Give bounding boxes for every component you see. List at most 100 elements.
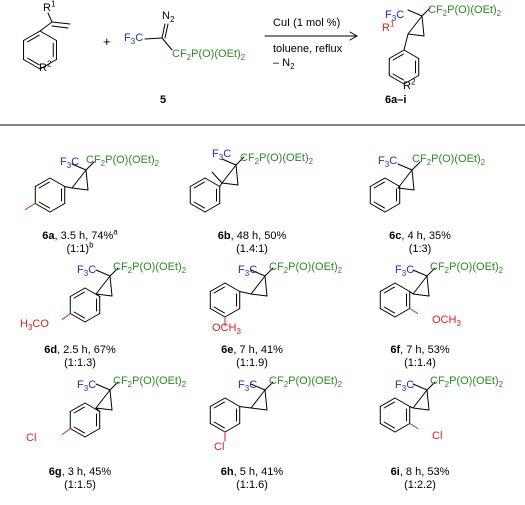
ring-6f-bond — [379, 308, 396, 318]
ring-6b-bond — [204, 177, 221, 187]
styrene-ring-bond — [23, 59, 41, 70]
ring-6b-double-bond — [193, 201, 205, 209]
cyclopropane-6f-cf3-bond — [412, 269, 428, 277]
product-cyclopropane-bond — [407, 33, 425, 37]
ring-6e-double-bond — [213, 286, 225, 294]
cyclopropane-6h-bond — [250, 389, 266, 409]
phosphonate-label-6f: CF2P(O)(OEt)2 — [430, 261, 504, 276]
ring-6c-bond — [384, 177, 401, 187]
cyclopropane-6a-phosphonate-bond — [85, 161, 95, 171]
cyclopropane-6d-bond — [95, 293, 113, 297]
cyclopropane-6g-bond — [95, 407, 113, 411]
cyclopropane-6c-bond — [411, 169, 415, 191]
diazo-phosphonate-label: CF2P(O)(OEt)2 — [172, 48, 246, 63]
cf3-label-6f: F3C — [395, 264, 415, 279]
ring-6b-bond — [204, 203, 221, 213]
methoxy-bond-6d — [61, 313, 71, 320]
product-ratio-6i: (1:2.2) — [404, 479, 436, 491]
product-ratio-6f: (1:1.4) — [404, 357, 436, 369]
product-caption-6a: 6a, 3.5 h, 74%a — [42, 227, 118, 242]
product-ring-double-bond — [392, 53, 404, 61]
ring-6c-bond — [384, 203, 401, 213]
condition-catalyst: CuI (1 mol %) — [273, 17, 341, 29]
ring-6h-bond — [224, 397, 241, 407]
ring-6a-bond — [49, 177, 66, 187]
product-ring-bond — [403, 75, 420, 85]
styrene-ring-double-bond — [27, 34, 40, 43]
ring-6b-bond — [189, 177, 206, 187]
ring-6g-bond — [69, 402, 86, 412]
ring-6i-bond — [379, 423, 396, 433]
phosphonate-label-6a: CF2P(O)(OEt)2 — [86, 154, 160, 169]
cyclopropane-6a-cf3-bond — [71, 163, 87, 171]
ring-6f-bond — [394, 282, 411, 292]
cyclopropane-6e-bond — [250, 293, 268, 297]
product-r1-label: R1 — [382, 19, 395, 34]
cf3-label-6d: F3C — [77, 264, 97, 279]
ring-6i-double-bond — [383, 421, 395, 429]
styrene-ring-double-bond — [27, 57, 40, 66]
cf3-label-6e: F3C — [238, 264, 258, 279]
plus-sign: + — [103, 34, 111, 49]
diazo-bond — [164, 23, 169, 39]
phosphonate-label-6i: CF2P(O)(OEt)2 — [430, 375, 504, 390]
cyclopropane-6f-phosphonate-bond — [426, 267, 436, 277]
cyclopropane-6e-bond — [250, 275, 266, 295]
ring-6g-double-bond — [73, 406, 85, 414]
cyclopropane-6e-phosphonate-bond — [264, 267, 274, 277]
cyclopropane-6h-phosphonate-bond — [264, 381, 274, 391]
product-caption-6b: 6b, 48 h, 50% — [217, 230, 287, 242]
product-caption-6g: 6g, 3 h, 45% — [48, 466, 112, 478]
diazo-cf3-bond — [144, 37, 163, 40]
product-cf3-label: F3C — [385, 9, 405, 24]
product-ring-bond — [388, 49, 405, 59]
product-caption-6e: 6e, 7 h, 41% — [221, 344, 283, 356]
ring-6f-double-bond — [383, 286, 395, 294]
ring-6a-double-bond — [38, 181, 50, 189]
cf3-label-6h: F3C — [238, 379, 258, 394]
ring-6e-bond — [209, 282, 226, 292]
product-caption-6i: 6i, 8 h, 53% — [390, 466, 450, 478]
cf3-label-6b: F3C — [212, 148, 232, 163]
product-caption-6f: 6f, 7 h, 53% — [390, 344, 450, 356]
cf3-label-6i: F3C — [395, 379, 415, 394]
ring-6a-bond — [34, 177, 51, 187]
ring-6d-double-bond — [73, 291, 85, 299]
aryl-bond-6a — [64, 186, 73, 189]
cyclopropane-6h-bond — [250, 407, 268, 411]
product-ring-double-bond — [392, 73, 404, 81]
product-ratio-6h: (1:1.6) — [236, 479, 268, 491]
phosphonate-label-6b: CF2P(O)(OEt)2 — [240, 152, 314, 167]
product-aryl-bond — [403, 33, 409, 51]
product-cyclopropane-phosphonate-bond — [421, 7, 431, 17]
phosphonate-label-6c: CF2P(O)(OEt)2 — [412, 153, 486, 168]
ring-6e-bond — [209, 308, 226, 318]
aryl-bond-6g — [95, 407, 101, 412]
methoxy-bond-6f — [409, 308, 419, 314]
cyclopropane-6g-phosphonate-bond — [109, 381, 119, 391]
ring-6b-bond — [189, 203, 206, 213]
aryl-bond-6b — [219, 182, 223, 187]
methoxy-label-6f: OCH3 — [432, 314, 461, 329]
reaction-arrow-head — [349, 31, 358, 37]
product-ratio-6b: (1.4:1) — [236, 243, 268, 255]
reaction-arrow-head — [349, 35, 358, 41]
product-ratio-6a: (1:1)b — [66, 240, 94, 255]
cyclopropane-6i-phosphonate-bond — [426, 381, 436, 391]
ring-6e-bond — [224, 282, 241, 292]
cyclopropane-6c-cf3-bond — [397, 163, 413, 171]
ring-6d-bond — [69, 313, 86, 323]
product-ratio-6c: (1:3) — [408, 243, 432, 255]
product-ring-bond — [388, 75, 405, 85]
product-cyclopropane-cf3-bond — [407, 9, 423, 17]
methyl-bond-6b — [211, 171, 223, 184]
aryl-bond-6f — [409, 291, 414, 295]
cyclopropane-6i-bond — [412, 407, 430, 411]
product-caption-6d: 6d, 2.5 h, 67% — [44, 344, 116, 356]
methyl-bond-6a — [24, 203, 36, 210]
ring-6h-double-bond — [213, 401, 225, 409]
cyclopropane-6c-bond — [397, 169, 413, 189]
ring-6i-double-bond — [383, 401, 395, 409]
aryl-bond-6i — [409, 406, 414, 409]
